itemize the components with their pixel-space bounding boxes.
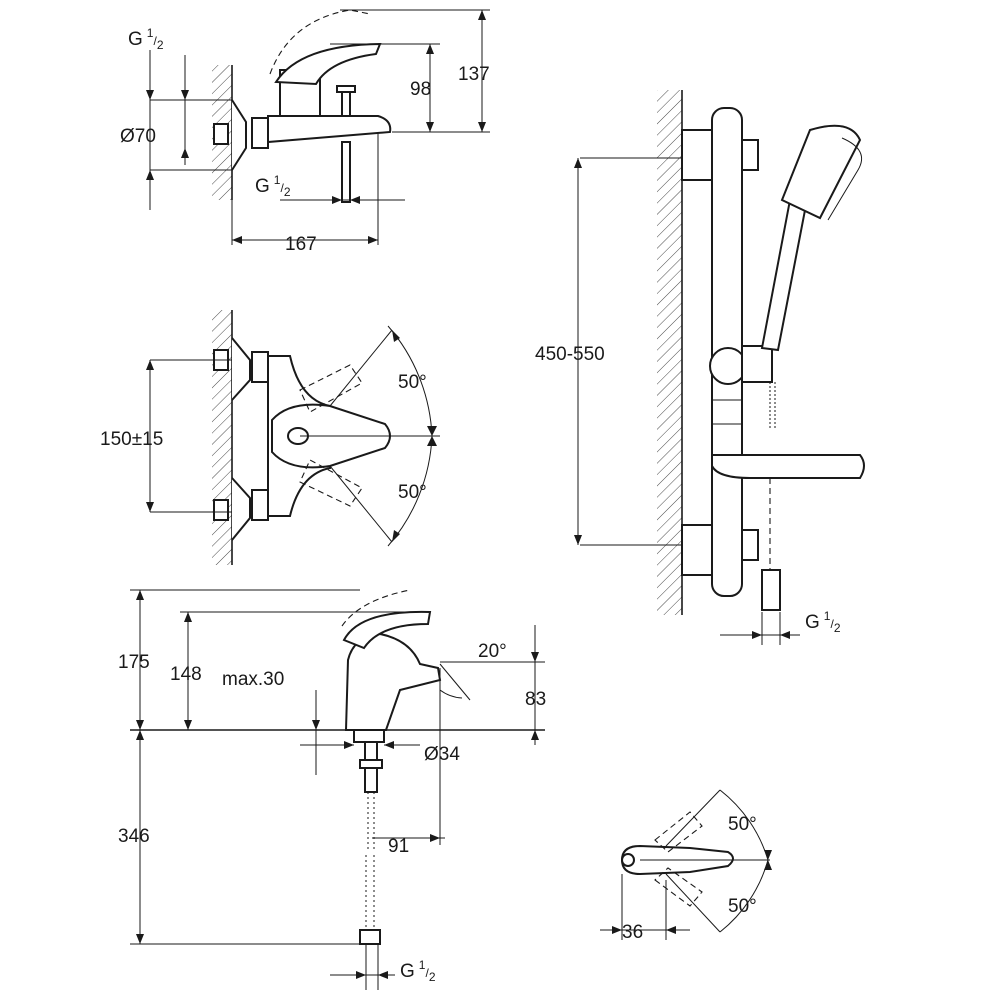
dim-137-label: 137 [458, 64, 490, 85]
view2-labels: 150±15 50° 50° [100, 372, 427, 503]
hose-end-fitting [359, 929, 381, 945]
angle-50-basin-lower-label: 50° [728, 896, 757, 917]
dim-36-label: 36 [622, 922, 643, 943]
lever [274, 42, 382, 86]
dim-83-label: 83 [525, 689, 546, 710]
angle-50-basin-upper-label: 50° [728, 814, 757, 835]
bath-mixer-side-view [146, 9, 490, 245]
lever-rotated-down [299, 459, 363, 507]
mixer-body [267, 115, 392, 144]
dim-91-label: 91 [388, 836, 409, 857]
nut [251, 117, 269, 149]
wall-connector [213, 123, 229, 145]
dim-450-550-label: 450-550 [535, 344, 605, 365]
max-30-label: max.30 [222, 669, 284, 690]
diameter-34-label: Ø34 [424, 744, 460, 765]
bath-mixer-top-view [146, 310, 440, 565]
basin-mixer-view [130, 589, 545, 990]
angle-50-upper-label: 50° [398, 372, 427, 393]
dim-98-label: 98 [410, 79, 431, 100]
wall-hatch-3 [657, 90, 682, 615]
dim-175-label: 175 [118, 652, 150, 673]
wall-flange [231, 99, 247, 171]
basin-mixer-top-view [600, 789, 772, 940]
diameter-70-label: Ø70 [120, 126, 156, 147]
basin-mixer-body [344, 632, 442, 731]
angle-50-lower-label: 50° [398, 482, 427, 503]
dim-167-label: 167 [285, 234, 317, 255]
hand-shower-head [780, 124, 862, 220]
upper-bracket [681, 129, 713, 181]
dim-148-label: 148 [170, 664, 202, 685]
lever-raised-outline [269, 9, 371, 75]
slider [709, 347, 747, 385]
wall-hatch-2 [212, 310, 232, 565]
lower-bracket [681, 524, 713, 576]
soap-dish [711, 454, 865, 479]
dim-150-label: 150±15 [100, 429, 163, 450]
angle-20-label: 20° [478, 641, 507, 662]
hose-connector [761, 569, 781, 611]
basin-lever [342, 610, 432, 650]
shower-rail-view [574, 90, 865, 645]
dim-346-label: 346 [118, 826, 150, 847]
view5-labels: 50° 50° 36 [622, 814, 757, 943]
lever-rotated-up [299, 364, 363, 413]
hand-shower-handle [760, 198, 808, 352]
spout-outlet [341, 141, 351, 203]
